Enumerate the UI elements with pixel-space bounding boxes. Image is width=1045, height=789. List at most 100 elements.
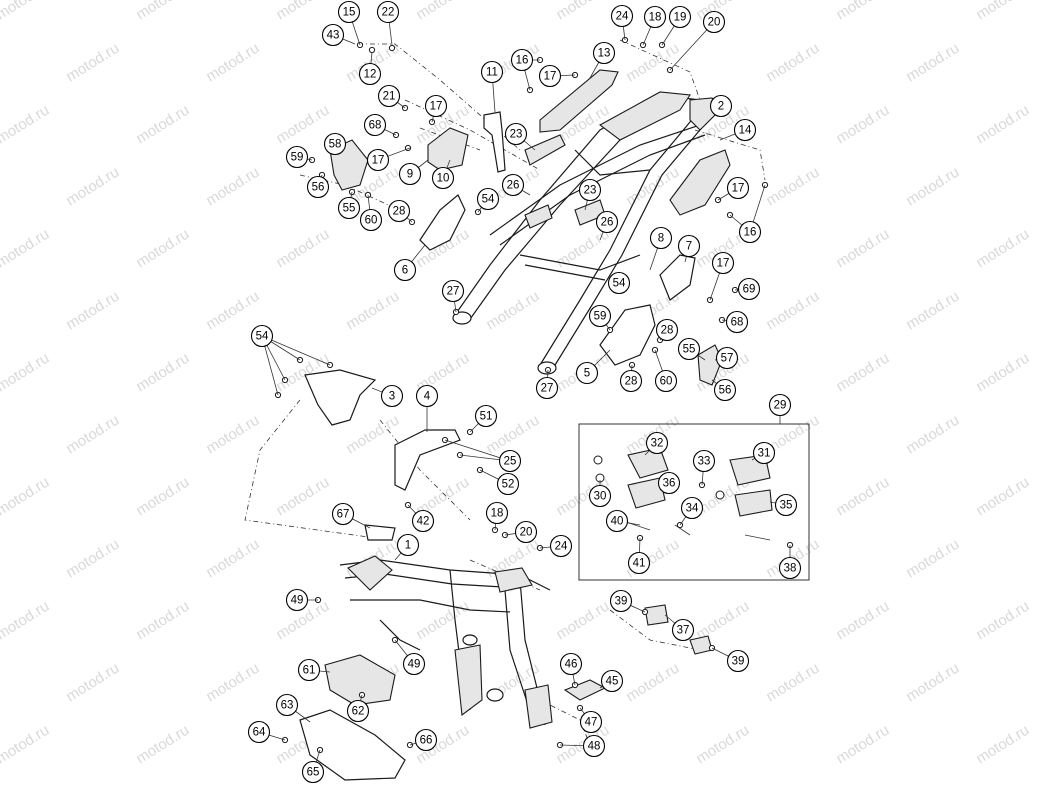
watermark-text: motod.ru (63, 288, 122, 334)
callout-number: 40 (611, 516, 624, 528)
callout-number: 9 (407, 169, 413, 181)
callout-47: 47 (579, 710, 603, 734)
callout-54: 54 (476, 187, 500, 211)
callout-number: 28 (625, 376, 638, 388)
callout-number: 28 (393, 206, 406, 218)
watermark-text: motod.ru (763, 40, 822, 86)
callout-30: 30 (588, 484, 612, 508)
callout-29: 29 (768, 393, 792, 417)
leader-line (261, 335, 331, 366)
callout-number: 54 (613, 278, 626, 290)
callout-58: 58 (323, 132, 347, 156)
callout-15: 15 (337, 0, 361, 24)
callout-number: 22 (382, 7, 395, 19)
watermark-text: motod.ru (343, 412, 402, 458)
callout-number: 60 (365, 215, 378, 227)
callout-9: 9 (398, 162, 422, 186)
callout-31: 31 (752, 441, 776, 465)
callout-number: 17 (717, 258, 730, 270)
callout-16: 16 (738, 220, 762, 244)
callout-16: 16 (510, 48, 534, 72)
callout-6: 6 (393, 258, 417, 282)
watermark-text: motod.ru (63, 164, 122, 210)
callout-number: 39 (615, 596, 628, 608)
callout-number: 56 (312, 182, 325, 194)
part-67 (364, 524, 396, 541)
watermark-text: motod.ru (203, 536, 262, 582)
callout-number: 41 (633, 558, 646, 570)
watermark-text: motod.ru (553, 0, 612, 23)
callout-13: 13 (592, 41, 616, 65)
callout-63: 63 (275, 693, 299, 717)
callout-60: 60 (359, 208, 383, 232)
callout-46: 46 (559, 652, 583, 676)
assembly-lines (244, 39, 766, 746)
callout-number: 14 (739, 125, 752, 137)
callout-number: 47 (585, 717, 598, 729)
callout-22: 22 (376, 0, 400, 24)
callout-number: 27 (541, 383, 554, 395)
callout-7: 7 (677, 234, 701, 258)
bracket-6 (419, 194, 466, 251)
main-frame (339, 555, 553, 729)
watermark-text: motod.ru (273, 474, 332, 520)
callout-number: 46 (565, 659, 578, 671)
callout-49: 49 (402, 652, 426, 676)
callout-17: 17 (366, 148, 390, 172)
callout-number: 23 (584, 185, 597, 197)
callout-number: 59 (594, 311, 607, 323)
callout-number: 11 (486, 67, 498, 79)
callout-64: 64 (247, 720, 271, 744)
callout-28: 28 (387, 199, 411, 223)
callout-number: 5 (584, 368, 590, 380)
callout-41: 41 (627, 551, 651, 575)
callout-19: 19 (668, 5, 692, 29)
callout-20: 20 (514, 520, 538, 544)
watermark-text: motod.ru (133, 722, 192, 768)
bracket-4 (394, 429, 461, 491)
callout-number: 18 (649, 12, 662, 24)
watermark-text: motod.ru (763, 164, 822, 210)
watermark-text: motod.ru (133, 474, 192, 520)
housing-10 (427, 127, 469, 171)
callout-26: 26 (595, 210, 619, 234)
callout-number: 20 (708, 17, 721, 29)
watermark-text: motod.ru (0, 598, 52, 644)
callout-number: 17 (732, 183, 745, 195)
watermark-text: motod.ru (693, 722, 752, 768)
callout-8: 8 (649, 226, 673, 250)
watermark-text: motod.ru (973, 598, 1032, 644)
callout-number: 21 (383, 91, 396, 103)
callout-number: 13 (598, 48, 611, 60)
callout-number: 35 (780, 500, 793, 512)
callout-52: 52 (496, 472, 520, 496)
callout-54: 54 (250, 324, 274, 348)
callout-17: 17 (726, 176, 750, 200)
watermark-text: motod.ru (973, 102, 1032, 148)
callout-59: 59 (285, 145, 309, 169)
watermark-text: motod.ru (553, 226, 612, 272)
bracket-23 (524, 134, 566, 166)
engine-mount-3 (304, 369, 377, 426)
callout-67: 67 (331, 502, 355, 526)
watermark-text: motod.ru (973, 474, 1032, 520)
callout-number: 64 (253, 727, 266, 739)
watermark-text: motod.ru (623, 40, 682, 86)
watermark-text: motod.ru (973, 0, 1032, 23)
callout-42: 42 (411, 509, 435, 533)
watermark-text: motod.ru (833, 350, 892, 396)
callout-number: 49 (291, 595, 304, 607)
callout-66: 66 (414, 728, 438, 752)
callout-number: 42 (417, 516, 430, 528)
callout-number: 19 (674, 12, 687, 24)
callout-55: 55 (677, 337, 701, 361)
callout-20: 20 (702, 10, 726, 34)
callout-12: 12 (358, 62, 382, 86)
callout-59: 59 (588, 304, 612, 328)
callout-number: 16 (516, 55, 529, 67)
watermark-text: motod.ru (63, 40, 122, 86)
callout-number: 1 (405, 540, 411, 552)
watermark-text: motod.ru (133, 0, 192, 23)
